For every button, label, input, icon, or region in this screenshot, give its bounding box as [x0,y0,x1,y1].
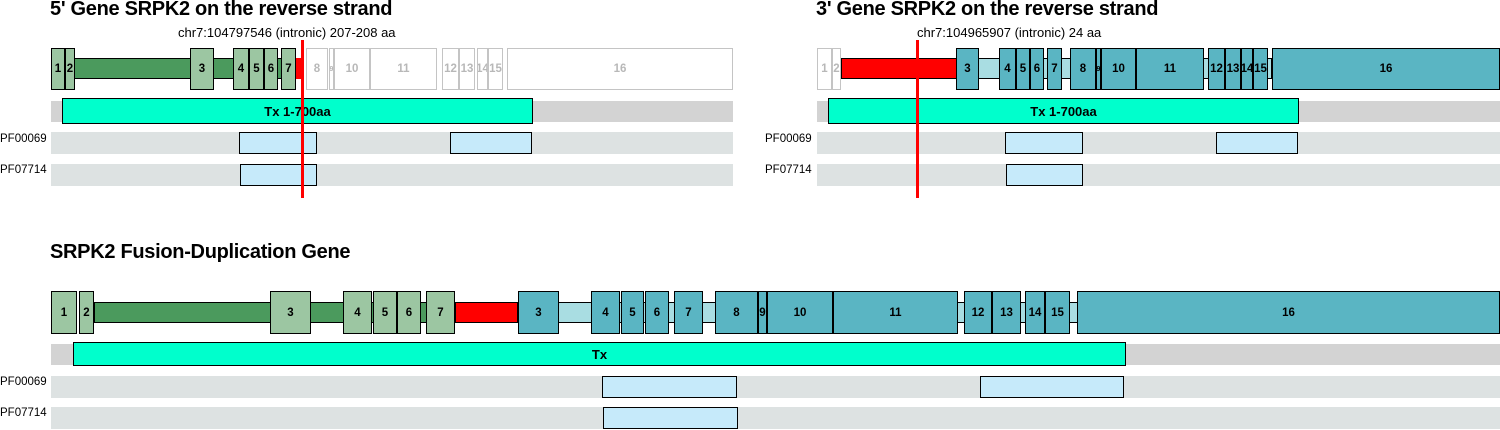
fusion-title: SRPK2 Fusion-Duplication Gene [50,241,351,263]
fusion-3p-exon-14: 14 [1025,291,1045,334]
three-prime-exon-4: 4 [999,48,1016,90]
five-prime-exon-12: 12 [442,48,459,90]
three-prime-exon-11: 11 [1136,48,1204,90]
three-prime-domain-track-pf07714 [817,164,1500,186]
five-prime-exon-10: 10 [334,48,370,90]
three-prime-exon-10: 10 [1101,48,1136,90]
three-prime-breakpoint-line [916,40,919,198]
three-prime-exon-8: 8 [1070,48,1096,90]
five-prime-domain-label-pf00069: PF00069 [0,133,47,145]
fusion-3p-exon-15: 15 [1045,291,1070,334]
three-prime-title: 3' Gene SRPK2 on the reverse strand [816,0,1159,20]
three-prime-exon-5: 5 [1016,48,1030,90]
five-prime-exon-5: 5 [249,48,264,90]
three-prime-exon-9: 9 [1096,48,1101,90]
five-prime-exon-13: 13 [459,48,475,90]
three-prime-exon-7: 7 [1047,48,1062,90]
three-prime-domain-pf07714 [1006,164,1083,186]
fusion-breakpoint-segment [455,302,518,323]
fusion-5p-exon-7: 7 [426,291,455,334]
fusion-transcript: Tx [73,342,1126,366]
fusion-5p-exon-4: 4 [343,291,372,334]
five-prime-exon-3: 3 [190,48,214,90]
five-prime-domain-label-pf07714: PF07714 [0,164,47,176]
fusion-domain-pf00069-b [980,376,1124,398]
fusion-3p-exon-12: 12 [964,291,992,334]
three-prime-exon-14: 14 [1241,48,1253,90]
three-prime-domain-pf00069-b [1216,132,1298,154]
three-prime-exon-2: 2 [832,48,841,90]
three-prime-exon-1: 1 [817,48,832,90]
five-prime-exon-6: 6 [264,48,278,90]
three-prime-exon-6: 6 [1030,48,1044,90]
three-prime-exon-12: 12 [1208,48,1225,90]
three-prime-exon-15: 15 [1253,48,1268,90]
three-prime-transcript: Tx 1-700aa [828,98,1299,124]
three-prime-exon-3: 3 [956,48,979,90]
fusion-3p-exon-5: 5 [621,291,644,334]
fusion-3p-exon-11: 11 [833,291,958,334]
fusion-3p-exon-10: 10 [767,291,833,334]
fusion-5p-exon-1: 1 [51,291,77,334]
five-prime-transcript: Tx 1-700aa [62,98,533,124]
fusion-3p-exon-13: 13 [992,291,1021,334]
five-prime-exon-2: 2 [65,48,75,90]
five-prime-breakpoint-label: chr7:104797546 (intronic) 207-208 aa [178,25,396,40]
fusion-domain-pf07714 [603,407,738,429]
fusion-3p-exon-3: 3 [518,291,559,334]
fusion-5p-exon-6: 6 [397,291,421,334]
three-prime-domain-label-pf07714: PF07714 [765,164,812,176]
fusion-3p-exon-9: 9 [758,291,767,334]
five-prime-exon-15: 15 [488,48,503,90]
five-prime-exon-11: 11 [370,48,437,90]
five-prime-breakpoint-line [301,40,304,198]
three-prime-exon-13: 13 [1225,48,1241,90]
fusion-domain-label-pf00069: PF00069 [0,376,47,388]
fusion-5p-exon-5: 5 [373,291,397,334]
five-prime-domain-track-pf00069 [51,132,733,154]
fusion-domain-track-pf07714 [51,407,1500,429]
fusion-3p-exon-7: 7 [674,291,703,334]
five-prime-domain-pf00069-a [239,132,317,154]
fusion-3p-exon-6: 6 [645,291,669,334]
five-prime-domain-track-pf07714 [51,164,733,186]
fusion-3p-exon-16: 16 [1077,291,1500,334]
five-prime-domain-pf07714 [240,164,317,186]
three-prime-breakpoint-segment [841,58,957,79]
fusion-domain-track-pf00069 [51,376,1500,398]
fusion-3p-exon-4: 4 [591,291,620,334]
fusion-5p-exon-3: 3 [270,291,311,334]
three-prime-domain-track-pf00069 [817,132,1500,154]
five-prime-exon-9: 9 [329,48,334,90]
fusion-5p-exon-2: 2 [79,291,94,334]
five-prime-exon-16: 16 [507,48,733,90]
three-prime-domain-pf00069-a [1005,132,1083,154]
five-prime-exon-1: 1 [51,48,65,90]
five-prime-exon-14: 14 [477,48,488,90]
five-prime-exon-8: 8 [306,48,328,90]
fusion-domain-label-pf07714: PF07714 [0,407,47,419]
five-prime-title: 5' Gene SRPK2 on the reverse strand [50,0,393,20]
five-prime-exon-4: 4 [233,48,249,90]
five-prime-domain-pf00069-b [450,132,532,154]
three-prime-domain-label-pf00069: PF00069 [765,133,812,145]
fusion-domain-pf00069-a [602,376,737,398]
five-prime-breakpoint-segment [296,58,304,79]
five-prime-exon-7: 7 [281,48,296,90]
three-prime-exon-16: 16 [1272,48,1500,90]
fusion-3p-exon-8: 8 [715,291,758,334]
three-prime-breakpoint-label: chr7:104965907 (intronic) 24 aa [917,25,1102,40]
